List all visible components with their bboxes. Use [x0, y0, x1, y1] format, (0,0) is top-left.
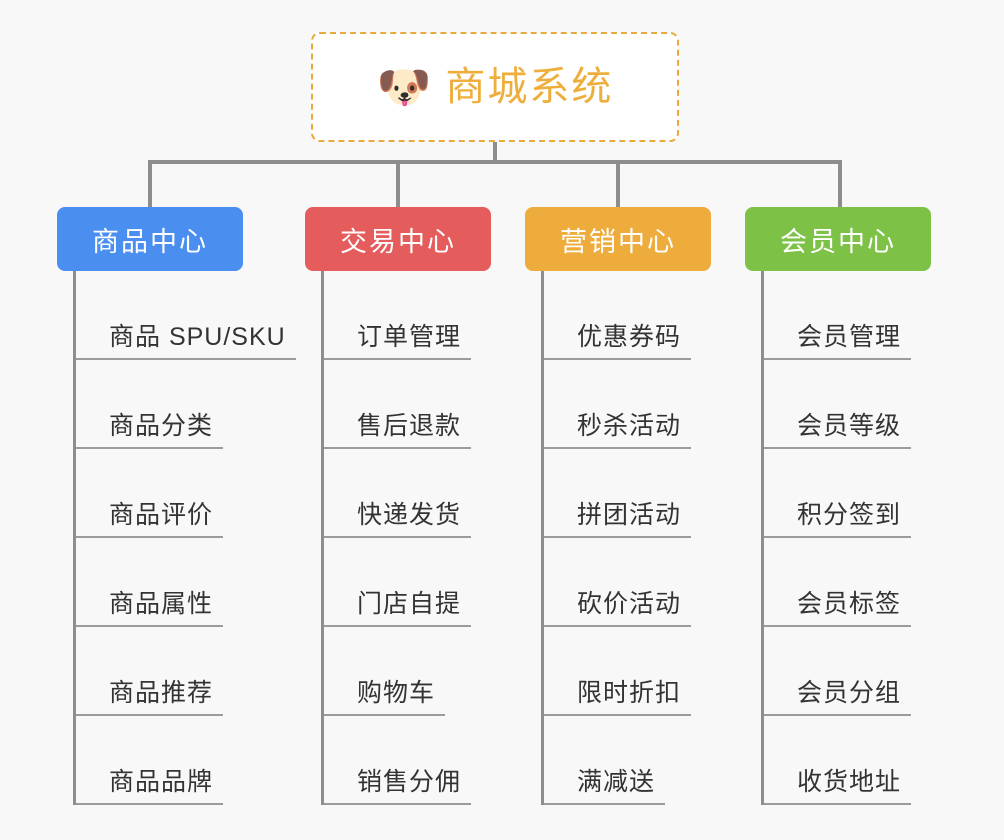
- leaf-label: 砍价活动: [577, 590, 682, 619]
- leaf-underline: 会员等级: [764, 412, 912, 449]
- shiba-dog-face-icon: 🐶: [376, 63, 432, 112]
- leaf-label: 优惠券码: [577, 323, 682, 352]
- leaf-label: 商品品牌: [109, 768, 214, 797]
- leaf-underline: 会员分组: [764, 679, 912, 716]
- branch-column-marketing-center: 营销中心 优惠券码 秒杀活动 拼团活动 砍价活动: [525, 207, 753, 805]
- category-label: 交易中心: [340, 226, 456, 257]
- leaf-underline: 会员管理: [764, 323, 912, 360]
- list-item[interactable]: 满减送: [544, 716, 753, 805]
- leaf-label: 秒杀活动: [577, 412, 682, 441]
- branch-drop-connector-3: [616, 160, 620, 208]
- branch-drop-connector-1: [148, 160, 152, 208]
- leaf-label: 销售分佣: [357, 768, 462, 797]
- branch-drop-connector-2: [396, 160, 400, 208]
- list-item[interactable]: 会员分组: [764, 627, 973, 716]
- leaf-label: 购物车: [357, 679, 436, 708]
- list-item[interactable]: 售后退款: [324, 360, 533, 449]
- list-item[interactable]: 积分签到: [764, 449, 973, 538]
- list-item[interactable]: 会员等级: [764, 360, 973, 449]
- leaf-label: 商品评价: [109, 501, 214, 530]
- leaf-underline: 售后退款: [324, 412, 472, 449]
- leaf-underline: 购物车: [324, 679, 446, 716]
- leaf-underline: 积分签到: [764, 501, 912, 538]
- leaf-label: 商品属性: [109, 590, 214, 619]
- category-label: 商品中心: [92, 226, 208, 257]
- leaf-label: 满减送: [577, 768, 656, 797]
- list-item[interactable]: 商品分类: [76, 360, 285, 449]
- branch-column-product-center: 商品中心 商品 SPU/SKU 商品分类 商品评价 商品属性: [57, 207, 296, 805]
- category-label: 会员中心: [780, 226, 896, 257]
- leaf-underline: 商品 SPU/SKU: [76, 323, 296, 360]
- category-label: 营销中心: [560, 226, 676, 257]
- list-item[interactable]: 砍价活动: [544, 538, 753, 627]
- list-item[interactable]: 优惠券码: [544, 271, 753, 360]
- list-item[interactable]: 商品 SPU/SKU: [76, 271, 296, 360]
- leaf-underline: 订单管理: [324, 323, 472, 360]
- leaf-stack-marketing-center: 优惠券码 秒杀活动 拼团活动 砍价活动 限时折扣: [541, 271, 753, 805]
- leaf-label: 收货地址: [797, 768, 902, 797]
- leaf-label: 会员分组: [797, 679, 902, 708]
- branch-column-trade-center: 交易中心 订单管理 售后退款 快递发货 门店自提: [305, 207, 533, 805]
- category-header-member-center[interactable]: 会员中心: [745, 207, 931, 271]
- leaf-stack-trade-center: 订单管理 售后退款 快递发货 门店自提 购物车: [321, 271, 533, 805]
- list-item[interactable]: 拼团活动: [544, 449, 753, 538]
- leaf-underline: 砍价活动: [544, 590, 692, 627]
- leaf-underline: 秒杀活动: [544, 412, 692, 449]
- list-item[interactable]: 收货地址: [764, 716, 973, 805]
- list-item[interactable]: 秒杀活动: [544, 360, 753, 449]
- leaf-underline: 商品推荐: [76, 679, 224, 716]
- leaf-underline: 商品品牌: [76, 768, 224, 805]
- list-item[interactable]: 订单管理: [324, 271, 533, 360]
- leaf-label: 会员标签: [797, 590, 902, 619]
- trunk-vertical-connector: [493, 142, 497, 164]
- leaf-stack-product-center: 商品 SPU/SKU 商品分类 商品评价 商品属性 商品推荐: [73, 271, 296, 805]
- leaf-label: 商品 SPU/SKU: [109, 323, 286, 352]
- leaf-underline: 销售分佣: [324, 768, 472, 805]
- leaf-underline: 商品属性: [76, 590, 224, 627]
- leaf-underline: 拼团活动: [544, 501, 692, 538]
- leaf-underline: 优惠券码: [544, 323, 692, 360]
- leaf-label: 商品推荐: [109, 679, 214, 708]
- leaf-underline: 门店自提: [324, 590, 472, 627]
- list-item[interactable]: 限时折扣: [544, 627, 753, 716]
- leaf-label: 商品分类: [109, 412, 214, 441]
- leaf-underline: 收货地址: [764, 768, 912, 805]
- trunk-horizontal-connector: [148, 160, 842, 164]
- category-header-product-center[interactable]: 商品中心: [57, 207, 243, 271]
- branch-drop-connector-4: [838, 160, 842, 208]
- list-item[interactable]: 会员标签: [764, 538, 973, 627]
- category-header-trade-center[interactable]: 交易中心: [305, 207, 491, 271]
- root-node[interactable]: 🐶 商城系统: [311, 32, 679, 142]
- list-item[interactable]: 快递发货: [324, 449, 533, 538]
- leaf-label: 限时折扣: [577, 679, 682, 708]
- leaf-label: 会员等级: [797, 412, 902, 441]
- root-title: 商城系统: [445, 65, 614, 109]
- list-item[interactable]: 销售分佣: [324, 716, 533, 805]
- leaf-underline: 限时折扣: [544, 679, 692, 716]
- leaf-underline: 商品分类: [76, 412, 224, 449]
- leaf-underline: 商品评价: [76, 501, 224, 538]
- list-item[interactable]: 门店自提: [324, 538, 533, 627]
- leaf-stack-member-center: 会员管理 会员等级 积分签到 会员标签 会员分组: [761, 271, 973, 805]
- list-item[interactable]: 会员管理: [764, 271, 973, 360]
- branch-column-member-center: 会员中心 会员管理 会员等级 积分签到 会员标签: [745, 207, 973, 805]
- category-header-marketing-center[interactable]: 营销中心: [525, 207, 711, 271]
- list-item[interactable]: 商品品牌: [76, 716, 285, 805]
- leaf-label: 订单管理: [357, 323, 462, 352]
- list-item[interactable]: 商品评价: [76, 449, 285, 538]
- leaf-label: 积分签到: [797, 501, 902, 530]
- leaf-label: 会员管理: [797, 323, 902, 352]
- leaf-underline: 快递发货: [324, 501, 472, 538]
- leaf-label: 售后退款: [357, 412, 462, 441]
- leaf-label: 拼团活动: [577, 501, 682, 530]
- list-item[interactable]: 商品属性: [76, 538, 285, 627]
- leaf-underline: 会员标签: [764, 590, 912, 627]
- leaf-label: 门店自提: [357, 590, 462, 619]
- list-item[interactable]: 商品推荐: [76, 627, 285, 716]
- leaf-underline: 满减送: [544, 768, 666, 805]
- leaf-label: 快递发货: [357, 501, 462, 530]
- list-item[interactable]: 购物车: [324, 627, 533, 716]
